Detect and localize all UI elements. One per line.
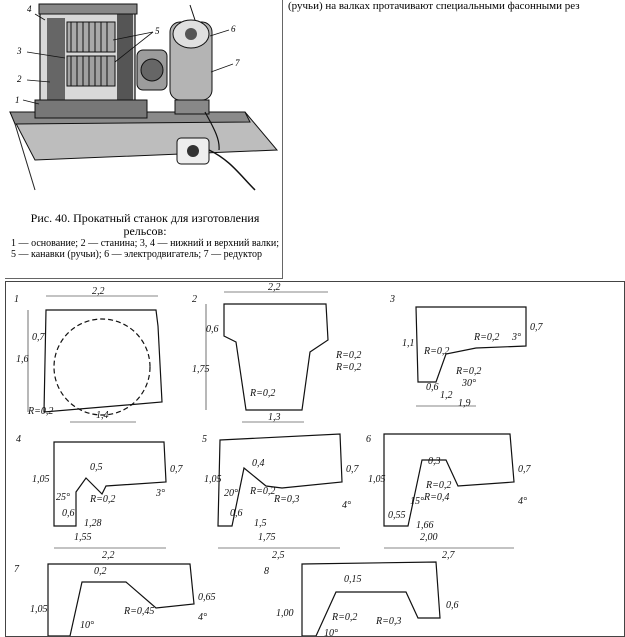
svg-text:R=0,2: R=0,2 bbox=[423, 346, 449, 357]
svg-text:R=0,2: R=0,2 bbox=[27, 406, 53, 417]
svg-text:1,05: 1,05 bbox=[368, 474, 386, 485]
svg-text:0,65: 0,65 bbox=[198, 592, 216, 603]
svg-text:20°: 20° bbox=[224, 488, 238, 499]
profile-8-number: 8 bbox=[264, 566, 269, 577]
svg-text:0,7: 0,7 bbox=[518, 464, 532, 475]
profile-7-number: 7 bbox=[14, 564, 20, 575]
svg-text:R=0,3: R=0,3 bbox=[273, 494, 299, 505]
svg-text:0,6: 0,6 bbox=[446, 600, 459, 611]
svg-text:4°: 4° bbox=[198, 612, 207, 623]
svg-text:2,7: 2,7 bbox=[442, 550, 456, 561]
body-text-line: (ручьи) на валках протачивают специальны… bbox=[288, 0, 580, 12]
svg-text:2,2: 2,2 bbox=[268, 282, 281, 293]
svg-text:1,1: 1,1 bbox=[402, 338, 415, 349]
svg-text:R=0,3: R=0,3 bbox=[375, 616, 401, 627]
svg-text:0,7: 0,7 bbox=[346, 464, 360, 475]
svg-text:1,4: 1,4 bbox=[96, 410, 109, 421]
svg-text:4°: 4° bbox=[518, 496, 527, 507]
svg-text:4°: 4° bbox=[342, 500, 351, 511]
svg-text:R=0,2: R=0,2 bbox=[249, 388, 275, 399]
svg-text:0,5: 0,5 bbox=[90, 462, 103, 473]
svg-text:2,5: 2,5 bbox=[272, 550, 285, 561]
svg-text:1,66: 1,66 bbox=[416, 520, 434, 531]
profiles-drawing: 1 2,2 0,7 1,6 R=0,2 1,4 2 2,2 0,6 1,75 R… bbox=[14, 282, 544, 636]
svg-text:1,28: 1,28 bbox=[84, 518, 102, 529]
figure-41-rail-profiles: 1 2,2 0,7 1,6 R=0,2 1,4 2 2,2 0,6 1,75 R… bbox=[5, 281, 625, 637]
svg-text:0,7: 0,7 bbox=[530, 322, 544, 333]
svg-text:1,00: 1,00 bbox=[276, 608, 294, 619]
svg-text:1,6: 1,6 bbox=[16, 354, 29, 365]
svg-text:0,7: 0,7 bbox=[170, 464, 184, 475]
svg-text:R=0,2: R=0,2 bbox=[473, 332, 499, 343]
svg-text:R=0,2: R=0,2 bbox=[89, 494, 115, 505]
svg-text:0,6: 0,6 bbox=[426, 382, 439, 393]
rolling-mill-drawing bbox=[9, 3, 279, 191]
svg-text:R=0,2: R=0,2 bbox=[455, 366, 481, 377]
svg-text:0,3: 0,3 bbox=[428, 456, 441, 467]
svg-text:R=0,2: R=0,2 bbox=[335, 350, 361, 361]
profile-4-number: 4 bbox=[16, 434, 21, 445]
svg-text:1,05: 1,05 bbox=[204, 474, 222, 485]
svg-text:1,05: 1,05 bbox=[32, 474, 50, 485]
svg-text:10°: 10° bbox=[324, 628, 338, 636]
svg-text:0,6: 0,6 bbox=[206, 324, 219, 335]
svg-text:30°: 30° bbox=[461, 378, 476, 389]
figure-40-caption: Рис. 40. Прокатный станок для изготовлен… bbox=[11, 211, 279, 261]
svg-text:2,2: 2,2 bbox=[92, 286, 105, 297]
svg-text:3°: 3° bbox=[155, 488, 165, 499]
svg-text:1,2: 1,2 bbox=[440, 390, 453, 401]
svg-text:10°: 10° bbox=[80, 620, 94, 631]
figure-40-title: Рис. 40. Прокатный станок для изготовлен… bbox=[30, 211, 260, 238]
profile-6-number: 6 bbox=[366, 434, 371, 445]
svg-text:2,2: 2,2 bbox=[102, 550, 115, 561]
svg-text:3°: 3° bbox=[511, 332, 521, 343]
svg-text:1,75: 1,75 bbox=[192, 364, 210, 375]
svg-text:15°: 15° bbox=[410, 496, 424, 507]
svg-text:R=0,4: R=0,4 bbox=[423, 492, 449, 503]
svg-text:R=0,45: R=0,45 bbox=[123, 606, 154, 617]
svg-text:1,55: 1,55 bbox=[74, 532, 92, 543]
profile-5-number: 5 bbox=[202, 434, 207, 445]
figure-40: 1 2 3 4 5 6 7 Рис. 40. Прокатный станок … bbox=[5, 0, 283, 279]
svg-text:R=0,2: R=0,2 bbox=[425, 480, 451, 491]
svg-text:0,15: 0,15 bbox=[344, 574, 362, 585]
svg-text:0,6: 0,6 bbox=[62, 508, 75, 519]
profile-2-number: 2 bbox=[192, 294, 197, 305]
svg-text:0,2: 0,2 bbox=[94, 566, 107, 577]
svg-text:0,6: 0,6 bbox=[230, 508, 243, 519]
svg-text:2,00: 2,00 bbox=[420, 532, 438, 543]
svg-text:0,7: 0,7 bbox=[32, 332, 46, 343]
svg-text:R=0,2: R=0,2 bbox=[335, 362, 361, 373]
svg-text:R=0,2: R=0,2 bbox=[249, 486, 275, 497]
profile-3-number: 3 bbox=[389, 294, 395, 305]
svg-text:1,5: 1,5 bbox=[254, 518, 267, 529]
svg-text:0,4: 0,4 bbox=[252, 458, 265, 469]
svg-text:25°: 25° bbox=[56, 492, 70, 503]
svg-text:1,05: 1,05 bbox=[30, 604, 48, 615]
svg-text:R=0,2: R=0,2 bbox=[331, 612, 357, 623]
profile-1-number: 1 bbox=[14, 294, 19, 305]
figure-40-legend: 1 — основание; 2 — станина; 3, 4 — нижни… bbox=[11, 238, 279, 260]
svg-text:1,3: 1,3 bbox=[268, 412, 281, 423]
svg-text:1,75: 1,75 bbox=[258, 532, 276, 543]
svg-text:1,9: 1,9 bbox=[458, 398, 471, 409]
svg-text:0,55: 0,55 bbox=[388, 510, 406, 521]
